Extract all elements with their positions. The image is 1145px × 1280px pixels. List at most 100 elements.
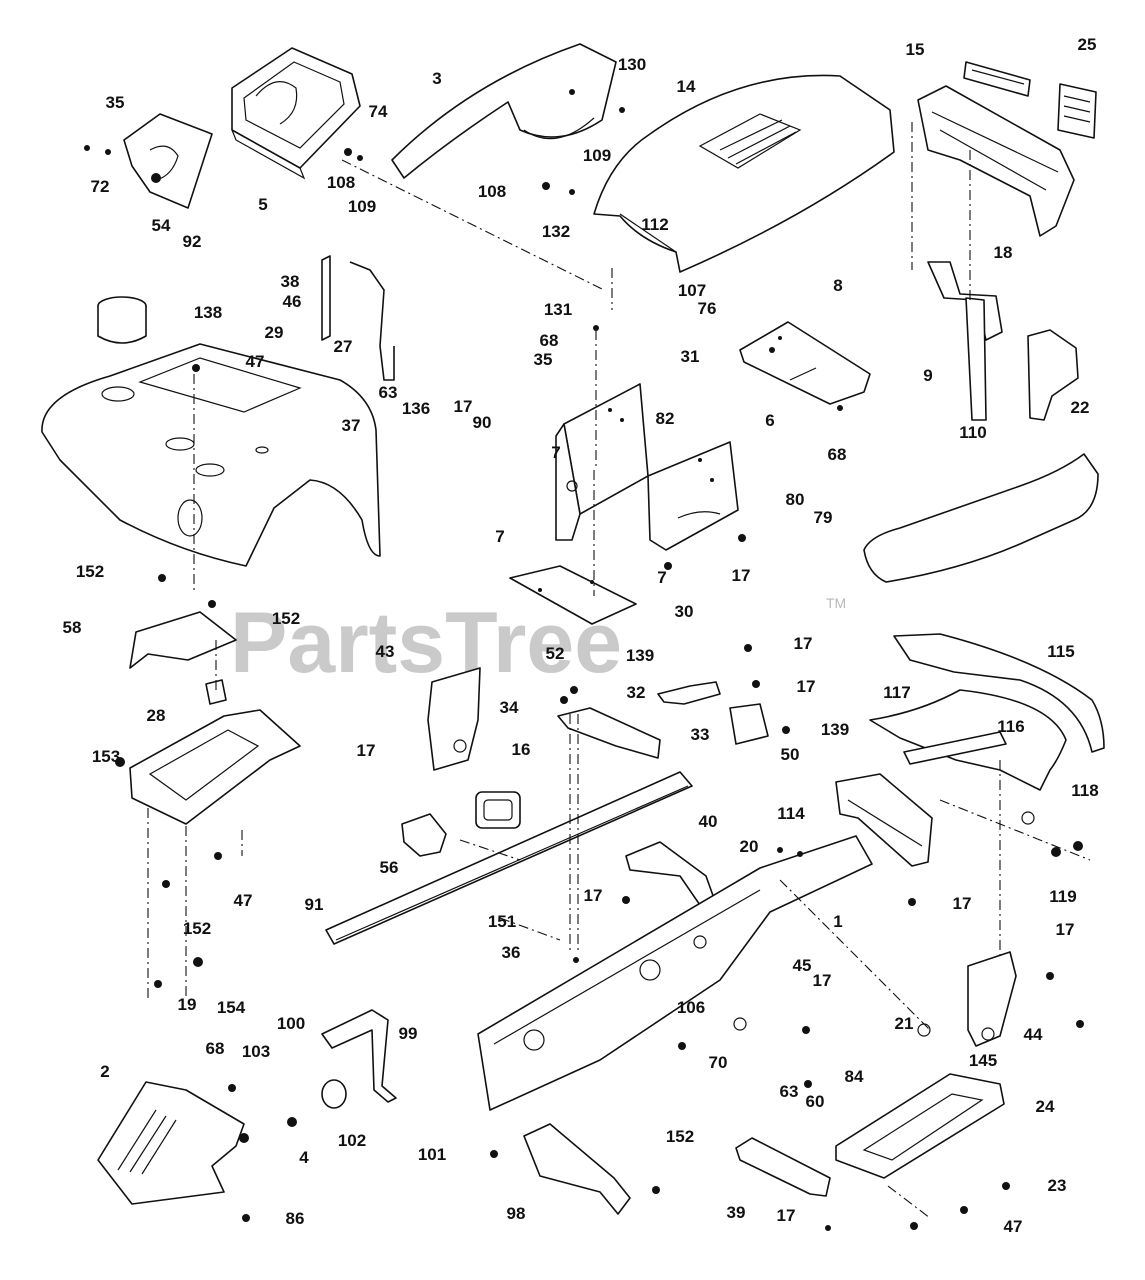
part-56-bracket <box>401 813 447 857</box>
callout-label-6: 6 <box>765 411 774 430</box>
callout-label-17: 17 <box>732 566 751 585</box>
part-18-grille <box>917 85 1075 237</box>
callout-label-102: 102 <box>338 1131 366 1150</box>
part-24-footrest <box>835 1073 1005 1179</box>
callout-label-7: 7 <box>495 527 504 546</box>
callout-label-38: 38 <box>281 272 300 291</box>
callout-label-98: 98 <box>507 1204 526 1223</box>
callout-label-106: 106 <box>677 998 705 1017</box>
part-34-bar <box>557 707 661 759</box>
part-6-mount <box>555 383 739 551</box>
part-33-bracket <box>729 703 769 745</box>
callout-label-70: 70 <box>709 1053 728 1072</box>
callout-label-45: 45 <box>793 956 812 975</box>
callout-label-109: 109 <box>348 197 376 216</box>
callout-label-8: 8 <box>833 276 842 295</box>
callout-label-47: 47 <box>1004 1217 1023 1236</box>
callout-label-112: 112 <box>641 215 668 234</box>
callout-label-17: 17 <box>813 971 832 990</box>
callout-label-139: 139 <box>821 720 849 739</box>
part-92-cover <box>123 113 213 209</box>
callout-label-14: 14 <box>677 77 696 96</box>
callout-label-84: 84 <box>845 1067 864 1086</box>
callout-label-4: 4 <box>299 1148 309 1167</box>
callout-label-17: 17 <box>454 397 473 416</box>
callout-label-54: 54 <box>152 216 171 235</box>
assembly-lines <box>147 122 1091 1219</box>
part-37-fender <box>41 343 381 567</box>
callout-label-24: 24 <box>1036 1097 1055 1116</box>
callout-label-79: 79 <box>814 508 833 527</box>
callout-label-68: 68 <box>828 445 847 464</box>
part-102-roller <box>321 1079 347 1109</box>
part-98-bracket <box>523 1123 631 1215</box>
callout-label-5: 5 <box>258 195 267 214</box>
callout-label-32: 32 <box>627 683 646 702</box>
callout-label-91: 91 <box>305 895 324 914</box>
callout-label-7: 7 <box>551 443 560 462</box>
callout-label-22: 22 <box>1071 398 1090 417</box>
callout-label-19: 19 <box>178 995 197 1014</box>
callout-label-39: 39 <box>727 1203 746 1222</box>
callout-label-28: 28 <box>147 706 166 725</box>
part-5-console <box>231 47 361 180</box>
callout-label-130: 130 <box>618 55 646 74</box>
fasteners <box>84 89 1084 1231</box>
callout-label-17: 17 <box>794 634 813 653</box>
callout-label-63: 63 <box>379 383 398 402</box>
callout-label-74: 74 <box>369 102 388 121</box>
callout-label-29: 29 <box>265 323 284 342</box>
callout-label-40: 40 <box>699 812 718 831</box>
part-3-panel <box>391 43 617 179</box>
callout-label-109: 109 <box>583 146 611 165</box>
part-25-decal <box>1057 83 1097 139</box>
callout-label-154: 154 <box>217 998 246 1017</box>
part-50-bracket <box>835 773 933 867</box>
callout-label-30: 30 <box>675 602 694 621</box>
callout-label-68: 68 <box>206 1039 225 1058</box>
callout-label-153: 153 <box>92 747 120 766</box>
callout-label-132: 132 <box>542 222 570 241</box>
callout-label-151: 151 <box>488 912 516 931</box>
callout-label-138: 138 <box>194 303 222 322</box>
part-40-bracket <box>625 841 717 909</box>
callout-label-99: 99 <box>399 1024 418 1043</box>
callout-label-117: 117 <box>883 683 910 702</box>
callout-label-60: 60 <box>806 1092 825 1111</box>
part-14-hood <box>593 74 895 273</box>
callout-label-27: 27 <box>334 337 353 356</box>
callout-label-82: 82 <box>656 409 675 428</box>
part-16-seal <box>475 791 521 829</box>
callout-label-31: 31 <box>681 347 700 366</box>
callout-label-35: 35 <box>534 350 553 369</box>
callout-label-152: 152 <box>666 1127 694 1146</box>
part-32-link <box>657 681 721 705</box>
part-43-bracket <box>427 667 481 771</box>
part-2-plate <box>97 1081 245 1205</box>
callout-label-36: 36 <box>502 943 521 962</box>
callout-label-15: 15 <box>906 40 925 59</box>
part-29-bracket <box>321 255 395 381</box>
part-22-bumper <box>863 453 1099 583</box>
callout-label-72: 72 <box>91 177 110 196</box>
callout-label-139: 139 <box>626 646 654 665</box>
callout-label-1: 1 <box>833 912 842 931</box>
callout-label-34: 34 <box>500 698 519 717</box>
part-115-frame <box>869 633 1105 791</box>
part-9-bracket <box>927 261 1003 341</box>
part-28-seatpan <box>129 709 301 825</box>
callout-label-17: 17 <box>1056 920 1075 939</box>
callout-label-46: 46 <box>283 292 302 311</box>
callout-label-18: 18 <box>994 243 1013 262</box>
callout-label-23: 23 <box>1048 1176 1067 1195</box>
callout-label-16: 16 <box>512 740 531 759</box>
callout-label-17: 17 <box>797 677 816 696</box>
part-91-rail <box>325 771 693 945</box>
callout-label-17: 17 <box>953 894 972 913</box>
part-1-frame <box>477 835 873 1111</box>
callout-label-35: 35 <box>106 93 125 112</box>
callout-label-58: 58 <box>63 618 82 637</box>
callout-label-56: 56 <box>380 858 399 877</box>
callout-label-52: 52 <box>546 644 565 663</box>
part-58-bracket <box>129 611 237 705</box>
